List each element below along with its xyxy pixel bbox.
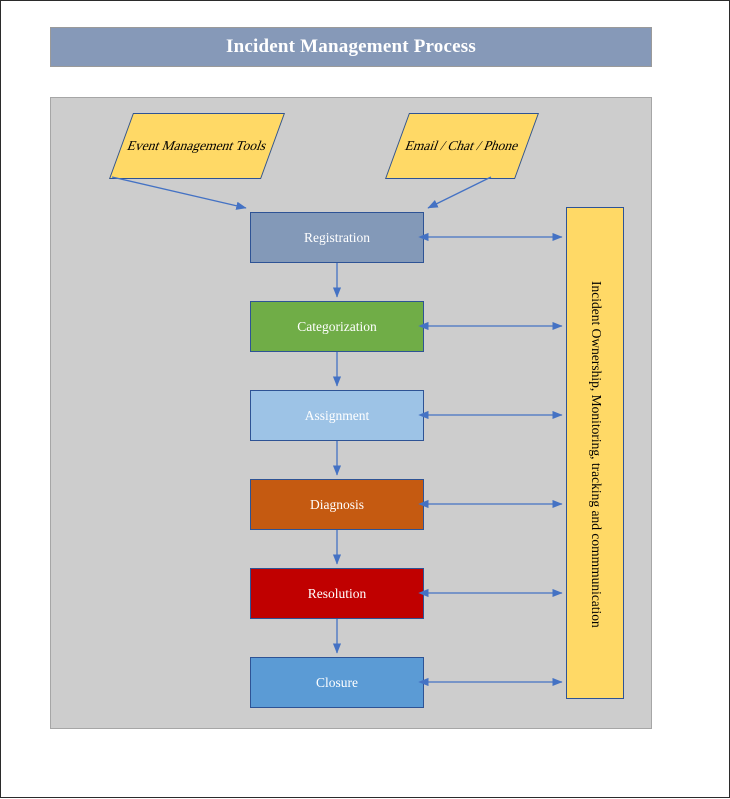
process-step-closure[interactable]: Closure (250, 657, 424, 708)
process-step-diagnosis[interactable]: Diagnosis (250, 479, 424, 530)
input-label-line-2: Management (160, 137, 237, 153)
process-step-categorization[interactable]: Categorization (250, 301, 424, 352)
process-step-label: Categorization (297, 318, 377, 334)
process-step-resolution[interactable]: Resolution (250, 568, 424, 619)
process-step-registration[interactable]: Registration (250, 212, 424, 263)
sidebar-incident-ownership[interactable]: Incident Ownership, Monitoring, tracking… (566, 207, 624, 699)
page-title: Incident Management Process (226, 36, 476, 57)
input-label-line-2: / Phone (474, 137, 522, 153)
process-step-label: Resolution (307, 585, 367, 601)
diagram-title-bar: Incident Management Process (50, 27, 652, 67)
sidebar-label-wrapper: Incident Ownership, Monitoring, tracking… (567, 208, 625, 700)
process-step-label: Assignment (304, 407, 370, 423)
process-step-label: Registration (304, 229, 370, 245)
input-label-line-1: Event (125, 137, 163, 153)
process-step-label: Closure (316, 674, 358, 690)
input-label-line-3: Tools (233, 137, 270, 153)
input-email-chat-phone[interactable]: Email / Chat / Phone (384, 113, 540, 179)
sidebar-label: Incident Ownership, Monitoring, tracking… (589, 280, 604, 628)
process-step-label: Diagnosis (310, 496, 364, 512)
input-event-management-tools[interactable]: Event Management Tools (108, 113, 286, 179)
process-step-assignment[interactable]: Assignment (250, 390, 424, 441)
input-label-line-1: Email / Chat (403, 137, 477, 153)
